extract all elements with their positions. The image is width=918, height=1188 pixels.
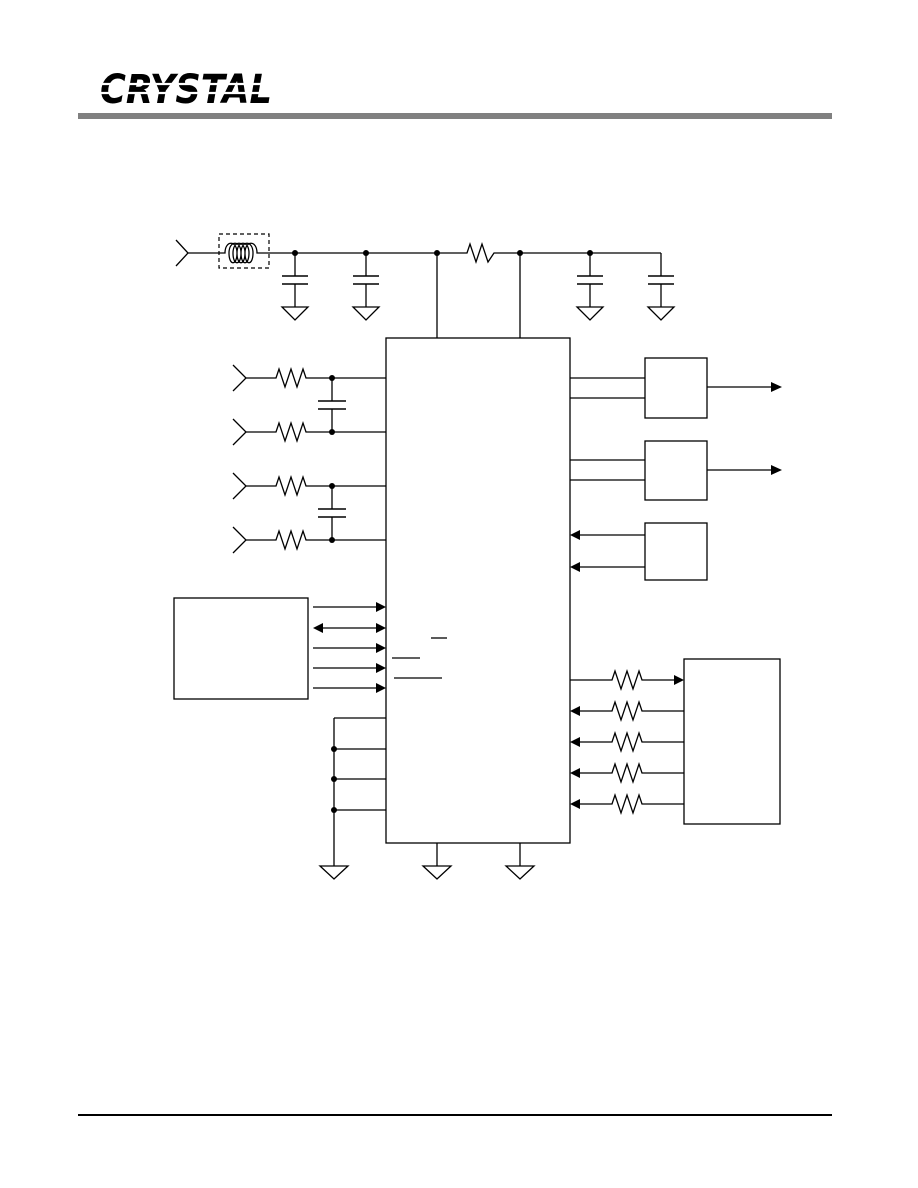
ferrite-bead-box xyxy=(218,233,270,269)
serial-interface-block xyxy=(570,658,781,825)
supply-series-resistor xyxy=(464,241,520,265)
decoupling-cap-2 xyxy=(351,253,381,321)
main-ic-block xyxy=(385,337,571,844)
digital-output-1 xyxy=(570,357,782,419)
supply-input-terminal xyxy=(175,239,189,267)
logo-text: CRYSTAL xyxy=(100,67,272,113)
analog-input-filters xyxy=(232,364,386,554)
decoupling-cap-4 xyxy=(646,253,676,321)
footer-rule xyxy=(78,1114,832,1116)
controller-interface xyxy=(173,597,447,700)
grounded-config-pins xyxy=(318,717,386,880)
decoupling-cap-3 xyxy=(575,253,605,321)
chip-ground-pins xyxy=(421,843,536,880)
power-supply-network xyxy=(175,233,676,338)
header-rule xyxy=(78,113,832,119)
decoupling-cap-1 xyxy=(280,253,310,321)
input-source-block xyxy=(570,522,708,581)
crystal-logo: CRYSTAL xyxy=(96,67,276,113)
inductor-coil xyxy=(219,242,269,264)
controller-block xyxy=(173,597,309,700)
digital-output-2 xyxy=(570,440,782,501)
